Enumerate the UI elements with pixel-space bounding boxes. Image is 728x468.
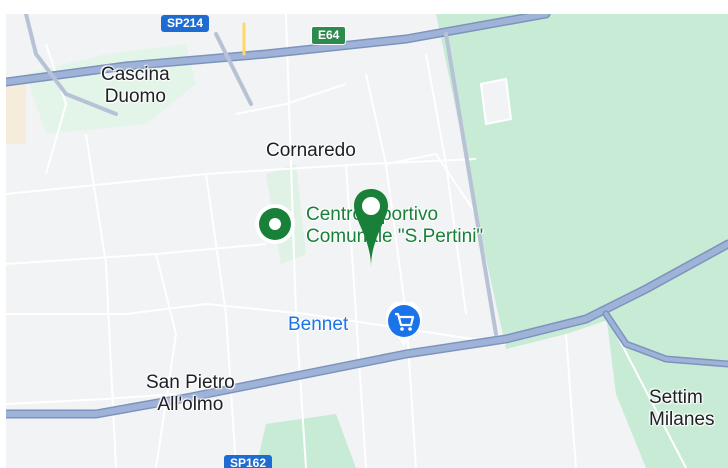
map-pin-icon[interactable] — [353, 187, 389, 271]
place-label-cascina-duomo[interactable]: Cascina Duomo — [101, 64, 170, 108]
place-label-line: Settim — [649, 387, 703, 408]
place-label-line: All'olmo — [157, 394, 224, 415]
place-label-line: Cascina — [101, 64, 170, 85]
park-area — [256, 414, 356, 468]
road-shield-sp214: SP214 — [161, 15, 210, 32]
shopping-cart-icon[interactable] — [384, 302, 424, 348]
place-label-line: San Pietro — [146, 372, 235, 393]
poi-label-line: Comunale "S.Pertini" — [306, 226, 484, 247]
poi-label-line: Centro Sportivo — [306, 204, 439, 225]
poi-label-bennet[interactable]: Bennet — [288, 314, 349, 335]
poi-label-sport-center[interactable]: Centro Sportivo Comunale "S.Pertini" — [306, 204, 483, 248]
road-shield-e64: E64 — [311, 26, 347, 45]
park-icon[interactable] — [252, 201, 298, 247]
road-shield-sp162: SP162 — [224, 455, 273, 468]
park-area — [6, 84, 26, 144]
park-area — [606, 294, 728, 468]
place-label-settimo[interactable]: Settim Milanes — [649, 387, 714, 431]
place-label-cornaredo[interactable]: Cornaredo — [266, 140, 356, 161]
place-label-line: Milanes — [649, 409, 715, 430]
place-label-line: Duomo — [104, 86, 166, 107]
park-area — [436, 14, 728, 349]
place-label-san-pietro[interactable]: San Pietro All'olmo — [146, 372, 235, 416]
park-area — [479, 77, 513, 126]
map-canvas[interactable]: SP214 E64 SP162 Cascina Duomo Cornaredo … — [6, 14, 728, 468]
